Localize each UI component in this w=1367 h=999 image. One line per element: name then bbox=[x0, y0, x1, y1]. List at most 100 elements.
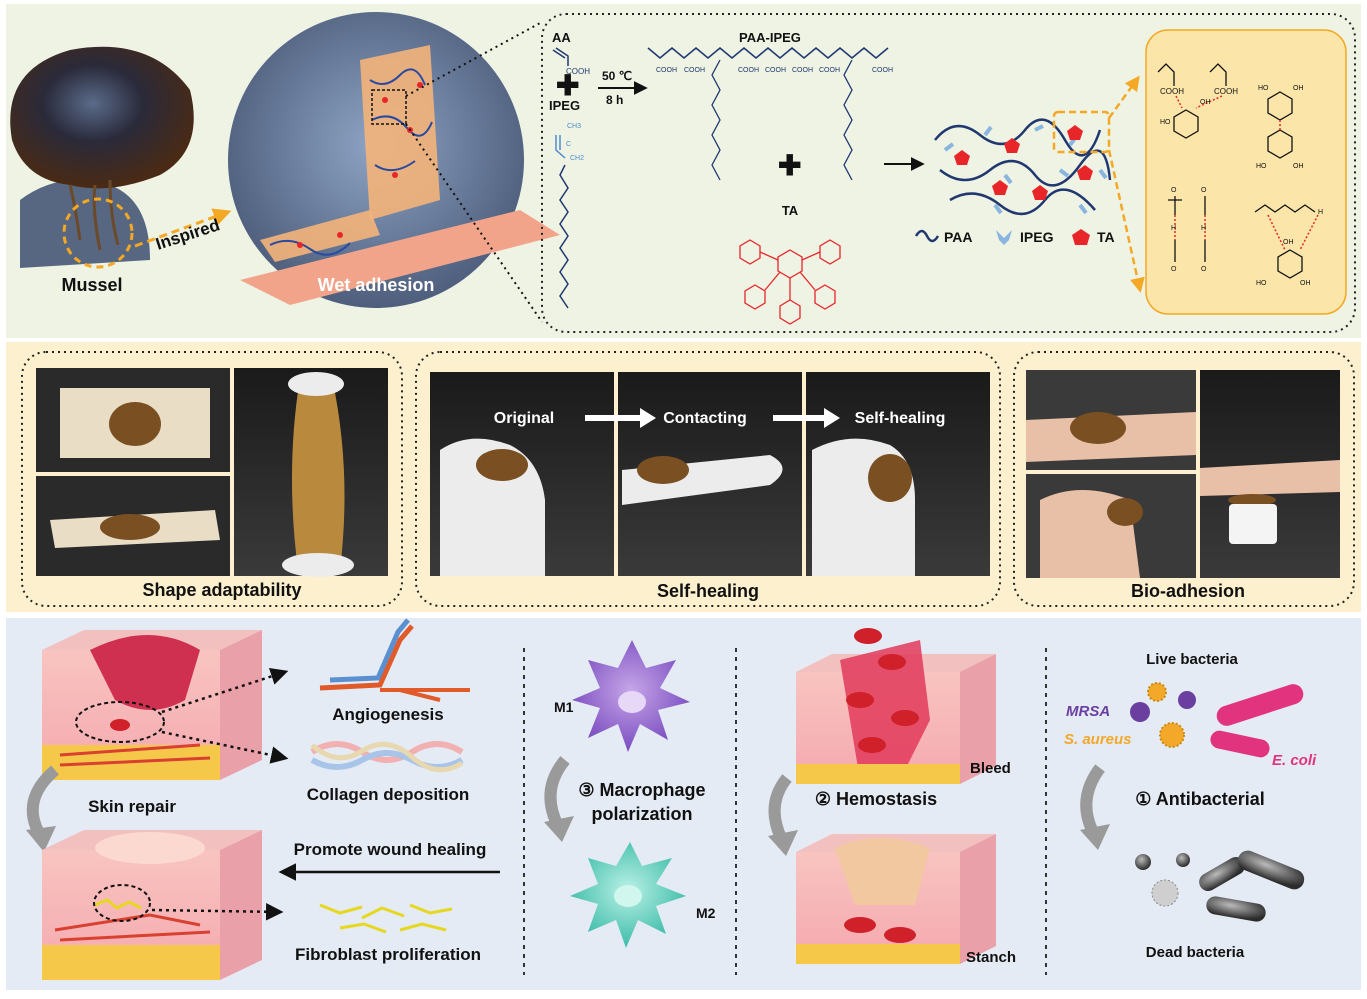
interaction-structures bbox=[1157, 63, 1316, 279]
angiogenesis-vessels-icon bbox=[319, 618, 470, 702]
reaction-time: 8 h bbox=[606, 93, 623, 107]
m2-label: M2 bbox=[696, 905, 716, 921]
selfheal-step-self-healing: Self-healing bbox=[855, 410, 946, 427]
zoom-arrow-up bbox=[1107, 75, 1140, 119]
bio-adhesion-frame bbox=[1013, 351, 1355, 607]
polymer-cooh-1: COOH bbox=[656, 67, 677, 74]
promote-healing-label: Promote wound healing bbox=[294, 840, 487, 859]
mussel-label: Mussel bbox=[61, 275, 122, 295]
ipeg-legend-icon bbox=[996, 230, 1012, 245]
antibacterial-curved-arrow bbox=[1080, 764, 1105, 837]
polymer-cooh-3: COOH bbox=[738, 67, 759, 74]
collagen-label: Collagen deposition bbox=[307, 785, 469, 804]
zoom-line-bottom bbox=[405, 123, 543, 323]
m2-macrophage-icon bbox=[570, 842, 686, 948]
m1-macrophage-icon bbox=[572, 640, 690, 752]
fibroblast-label: Fibroblast proliferation bbox=[295, 945, 481, 964]
skin-block-healed bbox=[42, 830, 262, 980]
selfheal-step-contacting: Contacting bbox=[663, 410, 747, 427]
polymer-cooh-7: COOH bbox=[872, 67, 893, 74]
hydrogen-bond-lines bbox=[1174, 95, 1319, 251]
ipeg-ch3: CH3 bbox=[567, 123, 581, 130]
polymer-cooh-4: COOH bbox=[765, 67, 786, 74]
chem-ho-1: HO bbox=[1160, 119, 1171, 126]
legend-ipeg: IPEG bbox=[1020, 229, 1054, 245]
stanched-skin-block bbox=[796, 834, 996, 964]
polymer-cooh-5: COOH bbox=[792, 67, 813, 74]
angiogenesis-arrow bbox=[161, 668, 289, 714]
ta-legend-icon bbox=[1072, 229, 1090, 245]
chem-oh-4: OH bbox=[1300, 280, 1311, 287]
aa-monomer: AA COOH bbox=[552, 30, 590, 76]
legend-ta: TA bbox=[1097, 229, 1115, 245]
hemostasis-curved-arrow bbox=[768, 774, 792, 843]
ecoli-label: E. coli bbox=[1272, 752, 1317, 769]
chem-h-1: H bbox=[1171, 225, 1176, 232]
aa-label: AA bbox=[552, 30, 571, 45]
self-healing-photos bbox=[430, 372, 990, 576]
skin-block-wounded bbox=[42, 630, 262, 780]
antibacterial-arrowhead bbox=[1080, 824, 1110, 850]
zoom-line-top bbox=[405, 21, 543, 97]
skin-repair-arrowhead bbox=[26, 826, 56, 852]
chem-oh-3: OH bbox=[1293, 163, 1304, 170]
self-healing-label: Self-healing bbox=[657, 581, 759, 601]
reaction-temperature: 50 ℃ bbox=[602, 69, 632, 83]
bio-adhesion-photos bbox=[1026, 370, 1340, 578]
m1-label: M1 bbox=[554, 699, 574, 715]
live-bacteria-icons bbox=[1130, 682, 1304, 758]
chem-o-2: O bbox=[1171, 266, 1177, 273]
bleed-label: Bleed bbox=[970, 760, 1011, 777]
selfheal-arrowhead-2 bbox=[824, 408, 840, 428]
ta-label: TA bbox=[782, 203, 799, 218]
wet-adhesion-label: Wet adhesion bbox=[318, 275, 435, 295]
paa-ipeg-polymer: COOH COOH COOH COOH COOH COOH COOH bbox=[647, 46, 893, 181]
skin-repair-label: Skin repair bbox=[88, 797, 176, 816]
bottom-panel: Skin repair Angiogenesis Collagen deposi… bbox=[6, 618, 1361, 990]
chem-oh-1: OH bbox=[1200, 99, 1211, 106]
macrophage-arrowhead bbox=[544, 816, 574, 842]
shape-adaptability-photos bbox=[36, 368, 388, 577]
selfheal-arrowhead-1 bbox=[640, 408, 656, 428]
plus-sign-2: ✚ bbox=[778, 150, 801, 181]
macrophage-label-line1: ③ Macrophage bbox=[578, 780, 705, 800]
byssus-highlight-circle bbox=[62, 197, 134, 269]
chem-ho-3: HO bbox=[1256, 163, 1267, 170]
polymer-cooh-6: COOH bbox=[819, 67, 840, 74]
synthesis-frame bbox=[541, 13, 1356, 333]
network-legend: PAA IPEG TA bbox=[914, 229, 1115, 245]
interaction-labels: COOH COOH HO OH HO OH HO OH HO OH OH O O… bbox=[1160, 85, 1323, 287]
hemostasis-arrowhead bbox=[768, 830, 798, 856]
dead-bacteria-label: Dead bacteria bbox=[1146, 944, 1245, 961]
wet-adhesion-illustration bbox=[228, 12, 560, 308]
stanch-label: Stanch bbox=[966, 949, 1016, 966]
chem-ho-2: HO bbox=[1258, 85, 1269, 92]
mrsa-label: MRSA bbox=[1066, 703, 1110, 720]
antibacterial-label: ① Antibacterial bbox=[1135, 789, 1265, 809]
middle-panel: Shape adaptability Original Contacting S… bbox=[6, 342, 1361, 612]
collagen-fiber-icon bbox=[310, 741, 464, 773]
ipeg-label: IPEG bbox=[549, 98, 580, 113]
bio-adhesion-label: Bio-adhesion bbox=[1131, 581, 1245, 601]
aa-cooh: COOH bbox=[566, 67, 590, 76]
chem-h-2: H bbox=[1201, 225, 1206, 232]
shape-adaptability-label: Shape adaptability bbox=[142, 580, 301, 600]
fibroblast-cells-icon bbox=[319, 903, 453, 934]
chem-o-1: O bbox=[1171, 187, 1177, 194]
fibroblast-arrow bbox=[151, 903, 284, 921]
polymer-cooh-2: COOH bbox=[684, 67, 705, 74]
ipeg-c-atom: C bbox=[566, 141, 571, 148]
inspired-arrow bbox=[134, 208, 232, 248]
polymer-label: PAA-IPEG bbox=[739, 30, 801, 45]
angiogenesis-label: Angiogenesis bbox=[332, 705, 443, 724]
ta-molecule bbox=[739, 239, 841, 325]
top-panel: Mussel Inspired Wet adhesion AA COOH bbox=[6, 4, 1361, 338]
ipeg-ch2: CH2 bbox=[570, 155, 584, 162]
live-bacteria-label: Live bacteria bbox=[1146, 651, 1238, 668]
macrophage-label-line2: polarization bbox=[591, 804, 692, 824]
ipeg-monomer: CH3 C CH2 bbox=[555, 123, 584, 309]
chem-cooh-2: COOH bbox=[1214, 87, 1238, 96]
legend-paa: PAA bbox=[944, 229, 973, 245]
saureus-label: S. aureus bbox=[1064, 731, 1132, 748]
